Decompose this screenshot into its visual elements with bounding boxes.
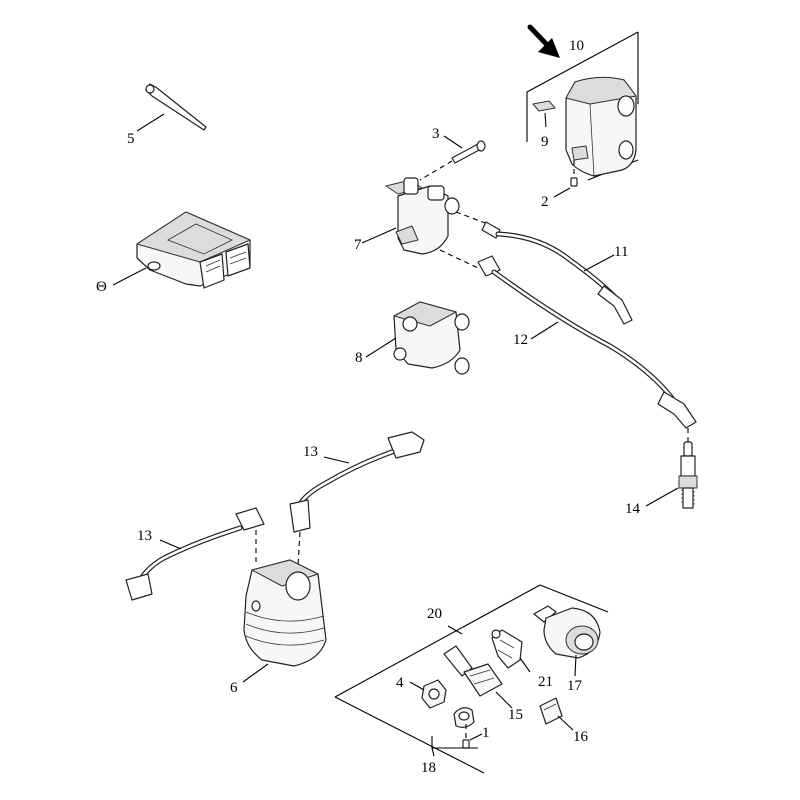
callout-9: 9: [541, 134, 549, 150]
callout-14: 14: [625, 501, 641, 517]
arrow-indicator-icon: [527, 24, 560, 58]
callout-13-upper: 13: [303, 444, 318, 460]
callout-5: 5: [127, 131, 135, 147]
callout-12: 12: [513, 332, 528, 348]
callout-21: 21: [538, 674, 553, 690]
callout-3: 3: [432, 126, 440, 142]
callout-13-lower: 13: [137, 528, 152, 544]
callout-20: 20: [427, 606, 442, 622]
part-spark-plug-wire-long: [477, 255, 697, 444]
part-ignition-coil-lower: [365, 301, 470, 375]
part-sensor: [533, 605, 601, 677]
callout-16: 16: [573, 729, 589, 745]
part-ignition-coil-upper: [361, 177, 489, 269]
part-coil-housing: [242, 559, 327, 683]
part-bracket-clip: [539, 697, 574, 731]
callout-11: 11: [614, 244, 628, 260]
callout-theta: Θ: [96, 279, 107, 295]
part-lead-wire-13-upper: [289, 431, 425, 567]
part-gasket: [532, 100, 556, 128]
callout-10: 10: [569, 38, 584, 54]
part-long-bolt: [419, 135, 486, 181]
part-connector: [443, 645, 513, 709]
callout-2: 2: [541, 194, 549, 210]
callout-18: 18: [421, 760, 436, 776]
part-control-module: [112, 211, 251, 289]
part-small-screw: [553, 160, 578, 198]
group-bracket-18: [431, 733, 483, 757]
part-nut: [409, 679, 447, 709]
callout-17: 17: [567, 678, 583, 694]
callout-6: 6: [230, 680, 238, 696]
callout-4: 4: [396, 675, 404, 691]
callout-7: 7: [354, 237, 362, 253]
part-spark-plug-wire-upper: [481, 221, 633, 325]
part-lead-wire-13-lower: [125, 507, 265, 601]
part-cable-tie: [136, 83, 207, 132]
part-grommet: [453, 707, 475, 749]
group-bracket-20: [334, 584, 609, 774]
part-wire-clip: [491, 629, 531, 673]
callout-8: 8: [355, 350, 363, 366]
part-coil-cover: [565, 76, 637, 177]
part-spark-plug: [645, 441, 698, 509]
callout-15: 15: [508, 707, 523, 723]
callout-1: 1: [482, 725, 490, 741]
